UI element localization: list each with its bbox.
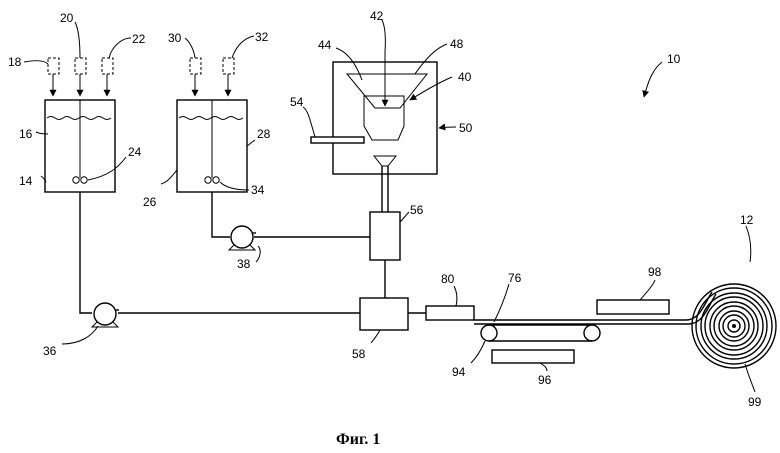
- casting-box-80: [426, 306, 474, 320]
- mixer-58: [360, 298, 408, 330]
- label-14: 14: [19, 174, 33, 188]
- label-80: 80: [441, 272, 455, 286]
- roll-12: [692, 284, 776, 368]
- label-34: 34: [251, 183, 265, 197]
- label-18: 18: [8, 55, 22, 69]
- label-16: 16: [19, 127, 33, 141]
- tank-14: [45, 100, 115, 192]
- label-98: 98: [648, 265, 662, 279]
- label-38: 38: [237, 257, 251, 271]
- label-44: 44: [318, 38, 332, 52]
- label-32: 32: [255, 30, 269, 44]
- label-24: 24: [128, 145, 142, 159]
- label-42: 42: [370, 9, 384, 23]
- dryer-96: [492, 350, 574, 363]
- label-30: 30: [168, 31, 182, 45]
- label-22: 22: [132, 32, 146, 46]
- label-58: 58: [352, 347, 366, 361]
- label-10: 10: [667, 52, 681, 66]
- label-96: 96: [538, 373, 552, 387]
- label-50: 50: [459, 121, 473, 135]
- feeder-18: [48, 58, 59, 96]
- mixer-56: [370, 212, 400, 260]
- pump-36: [92, 303, 119, 327]
- feeder-20: [75, 58, 86, 96]
- conveyor-94: [481, 325, 600, 341]
- label-36: 36: [43, 344, 57, 358]
- label-76: 76: [508, 271, 522, 285]
- label-26: 26: [143, 195, 157, 209]
- label-54: 54: [290, 95, 304, 109]
- label-94: 94: [452, 365, 466, 379]
- label-12: 12: [740, 213, 754, 227]
- label-48: 48: [450, 37, 464, 51]
- feeder-30: [190, 58, 201, 96]
- label-20: 20: [60, 11, 74, 25]
- label-56: 56: [410, 203, 424, 217]
- label-28: 28: [257, 127, 271, 141]
- label-40: 40: [458, 70, 472, 84]
- feeder-32: [223, 58, 234, 96]
- web-76: [474, 292, 716, 324]
- label-99: 99: [748, 395, 762, 409]
- figure-caption: Фиг. 1: [336, 431, 380, 448]
- tank-26: [177, 100, 247, 192]
- feeder-22: [102, 58, 113, 96]
- dryer-98: [597, 300, 669, 314]
- pump-38: [229, 226, 256, 250]
